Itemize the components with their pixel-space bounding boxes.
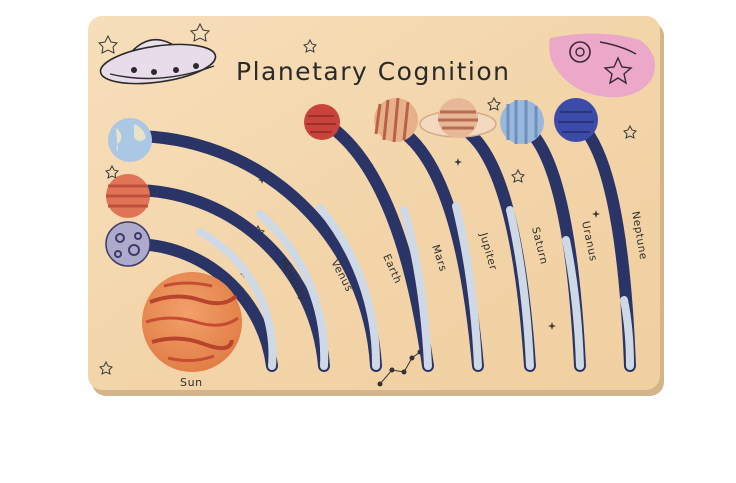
neptune-piece[interactable]	[554, 98, 598, 142]
saturn-piece[interactable]	[419, 98, 497, 138]
board-title: Planetary Cognition	[236, 57, 511, 86]
jupiter-piece[interactable]	[374, 97, 418, 143]
uranus-piece[interactable]	[500, 100, 544, 144]
venus-piece[interactable]	[106, 174, 150, 218]
rocket-icon	[549, 33, 656, 98]
mercury-piece[interactable]	[105, 221, 151, 267]
ufo-icon	[99, 38, 217, 85]
sun-label: Sun	[180, 376, 203, 389]
earth-piece[interactable]	[108, 118, 152, 162]
mars-piece[interactable]	[304, 104, 340, 140]
sun-piece	[142, 272, 242, 372]
